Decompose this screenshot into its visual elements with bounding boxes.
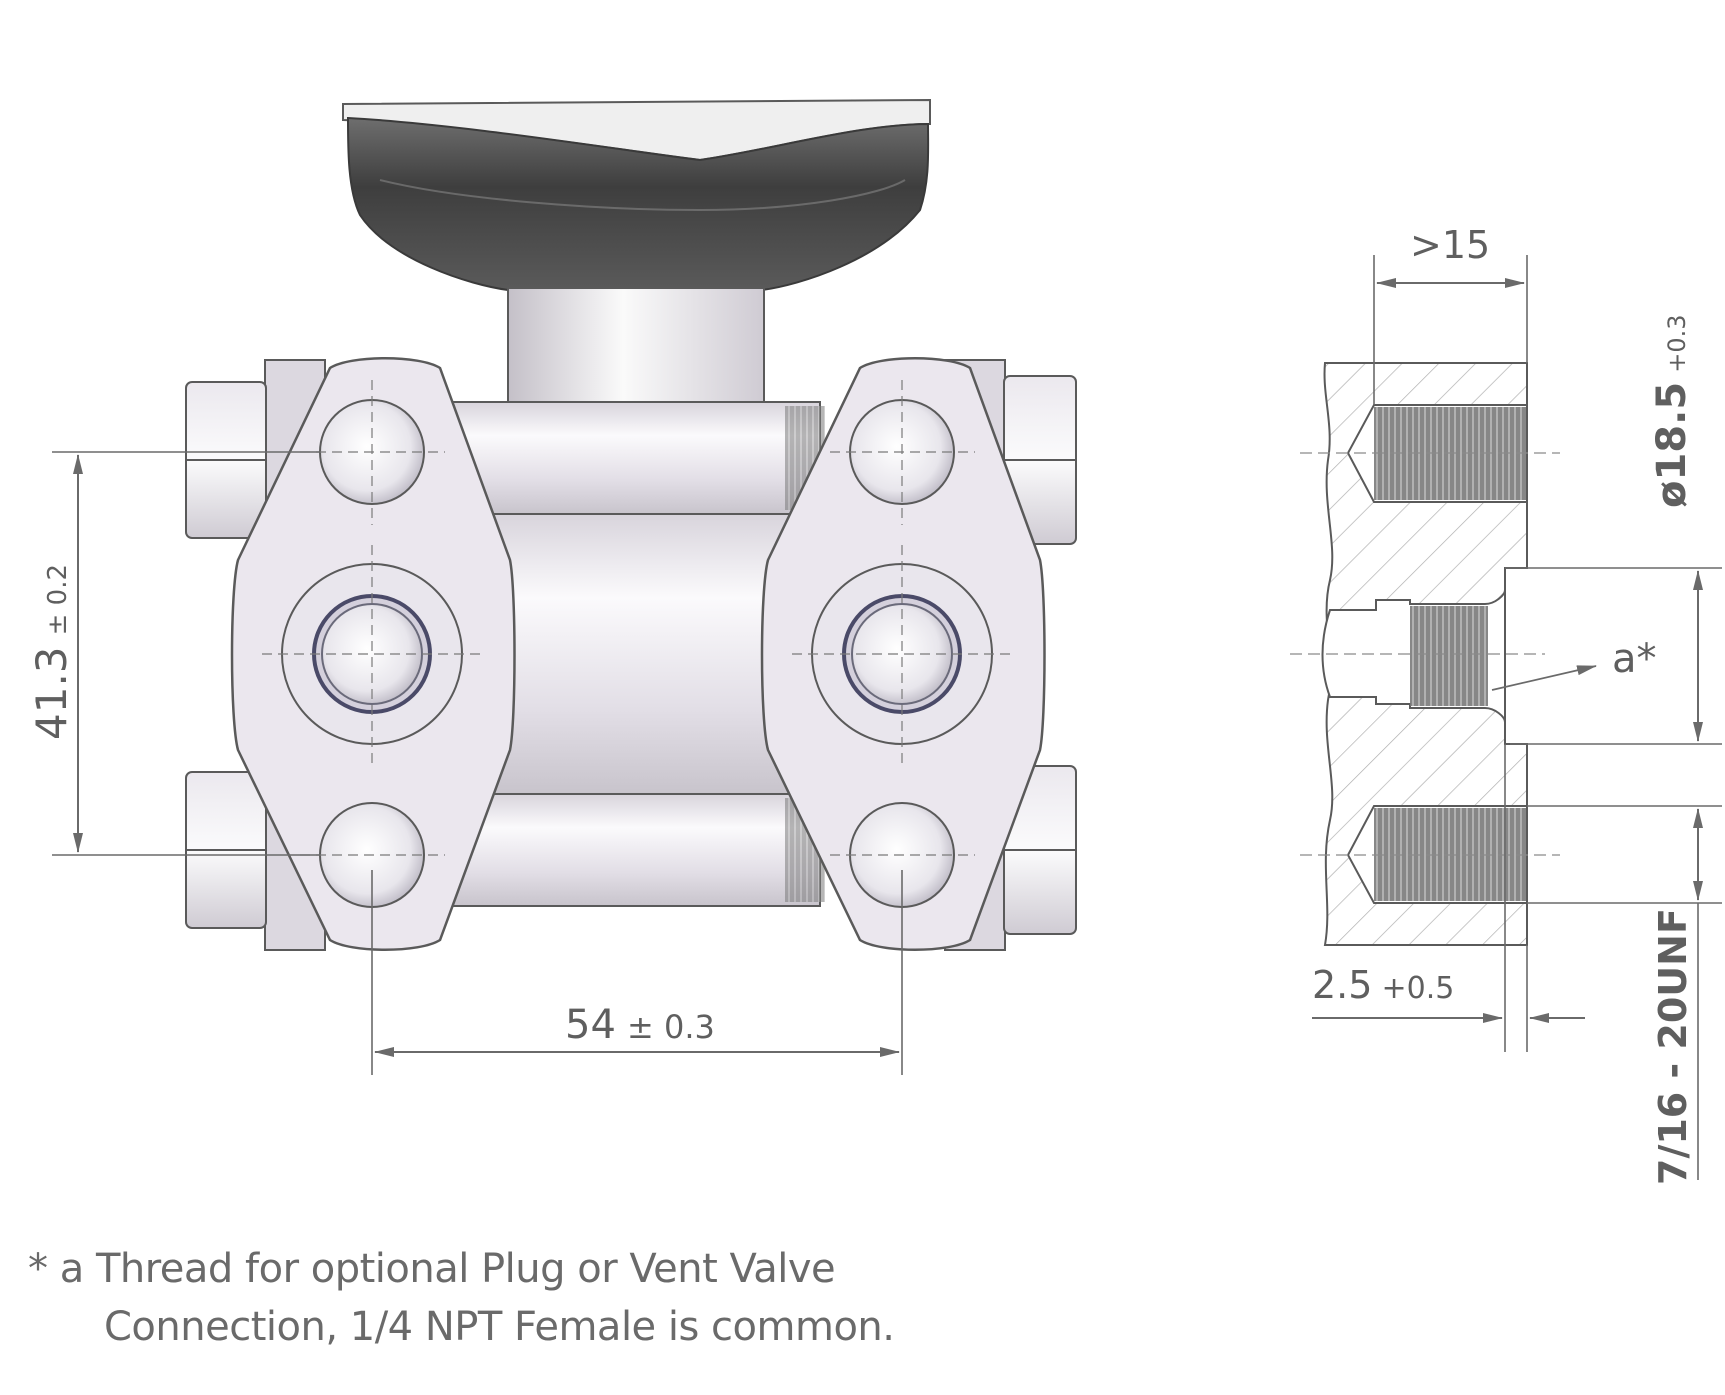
svg-text:54 ± 0.3: 54 ± 0.3 [565, 1002, 715, 1048]
dim-flange-spacing: 54 ± 0.3 [371, 870, 903, 1075]
bolt-thread-label: 7/16 - 20UNF [1651, 908, 1695, 1185]
svg-text:2.5 +0.5: 2.5 +0.5 [1312, 963, 1454, 1007]
vent-thread-callout: a* [1491, 636, 1657, 691]
dim-bolt-thread: 7/16 - 20UNF [1527, 805, 1722, 1185]
valve-body-bottom-bar [439, 793, 821, 907]
valve-stem [507, 287, 765, 403]
footnote-line-1: * a Thread for optional Plug or Vent Val… [28, 1246, 836, 1292]
dim-bore-diameter: ø18.5 +0.3 [1505, 314, 1722, 745]
dim-thread-depth: >15 [1373, 223, 1528, 405]
recess-depth-value: 2.5 [1312, 963, 1372, 1007]
bore-diameter-tolerance: +0.3 [1663, 314, 1691, 372]
thread-depth-label: >15 [1410, 223, 1490, 267]
valve-front-view: 41.3 ± 0.2 54 ± 0.3 [27, 98, 1077, 1075]
dim-hole-spacing: 41.3 ± 0.2 [27, 451, 320, 856]
dim-recess-depth: 2.5 +0.5 [1312, 744, 1585, 1052]
footnote: * a Thread for optional Plug or Vent Val… [28, 1240, 1128, 1356]
svg-text:ø18.5 +0.3: ø18.5 +0.3 [1649, 314, 1695, 508]
flange-section-view: >15 ø18.5 +0.3 a* 7/16 - 20UNF [1290, 223, 1722, 1185]
recess-depth-tolerance: +0.5 [1382, 971, 1455, 1006]
front-view-centerlines [262, 380, 1012, 856]
hole-spacing-tolerance: ± 0.2 [43, 564, 73, 635]
valve-body-top-bar [439, 401, 821, 515]
hole-spacing-value: 41.3 [27, 646, 76, 740]
svg-text:41.3 ± 0.2: 41.3 ± 0.2 [27, 564, 76, 740]
flange-spacing-value: 54 [565, 1002, 616, 1048]
vent-thread-label: a* [1612, 636, 1657, 682]
footnote-line-2: Connection, 1/4 NPT Female is common. [104, 1304, 895, 1350]
flange-spacing-tolerance: ± 0.3 [627, 1008, 715, 1046]
right-flange [760, 357, 1046, 951]
bore-diameter-value: ø18.5 [1649, 382, 1695, 508]
handle-knob [342, 98, 931, 291]
